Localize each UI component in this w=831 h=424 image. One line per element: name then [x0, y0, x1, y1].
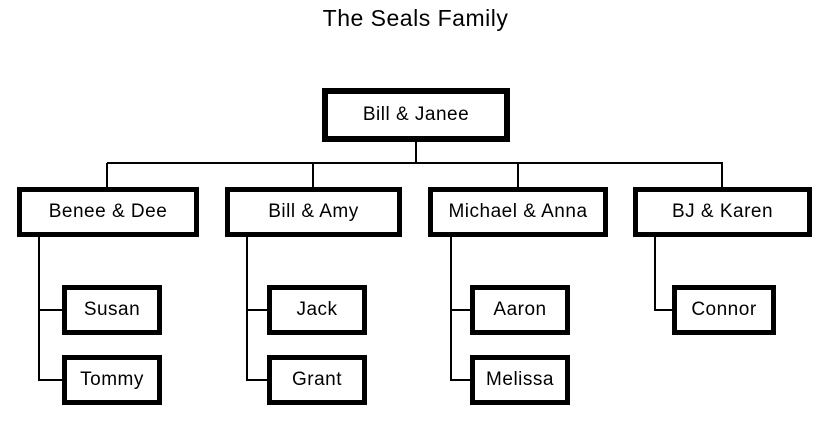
- node-bill-and-amy: Bill & Amy: [225, 187, 402, 237]
- node-bill-and-janee: Bill & Janee: [322, 88, 510, 142]
- connector-drop-michael-and-anna: [517, 163, 519, 187]
- chart-title: The Seals Family: [322, 5, 509, 31]
- connector-drop-benee-and-dee: [106, 163, 108, 187]
- connector-stub-connor: [654, 309, 674, 311]
- connector-stub-aaron: [450, 309, 472, 311]
- connector-horizontal-bus: [107, 162, 723, 164]
- connector-drop-bill-and-amy: [312, 163, 314, 187]
- connector-stub-tommy: [38, 379, 64, 381]
- node-melissa: Melissa: [470, 355, 570, 405]
- node-jack: Jack: [267, 285, 367, 335]
- connector-stub-jack: [246, 309, 269, 311]
- node-grant: Grant: [267, 355, 367, 405]
- node-michael-and-anna: Michael & Anna: [428, 187, 608, 237]
- node-tommy: Tommy: [62, 355, 162, 405]
- node-aaron: Aaron: [470, 285, 570, 335]
- connector-stub-melissa: [450, 379, 472, 381]
- node-bj-and-karen: BJ & Karen: [633, 187, 812, 237]
- node-susan: Susan: [62, 285, 162, 335]
- connector-drop-bj-and-karen: [721, 163, 723, 187]
- connector-stub-susan: [38, 309, 64, 311]
- node-benee-and-dee: Benee & Dee: [17, 187, 199, 237]
- node-connor: Connor: [672, 285, 776, 335]
- connector-stub-grant: [246, 379, 269, 381]
- connector-root-stub: [415, 142, 417, 163]
- connector-childbus-bj-and-karen: [654, 237, 656, 311]
